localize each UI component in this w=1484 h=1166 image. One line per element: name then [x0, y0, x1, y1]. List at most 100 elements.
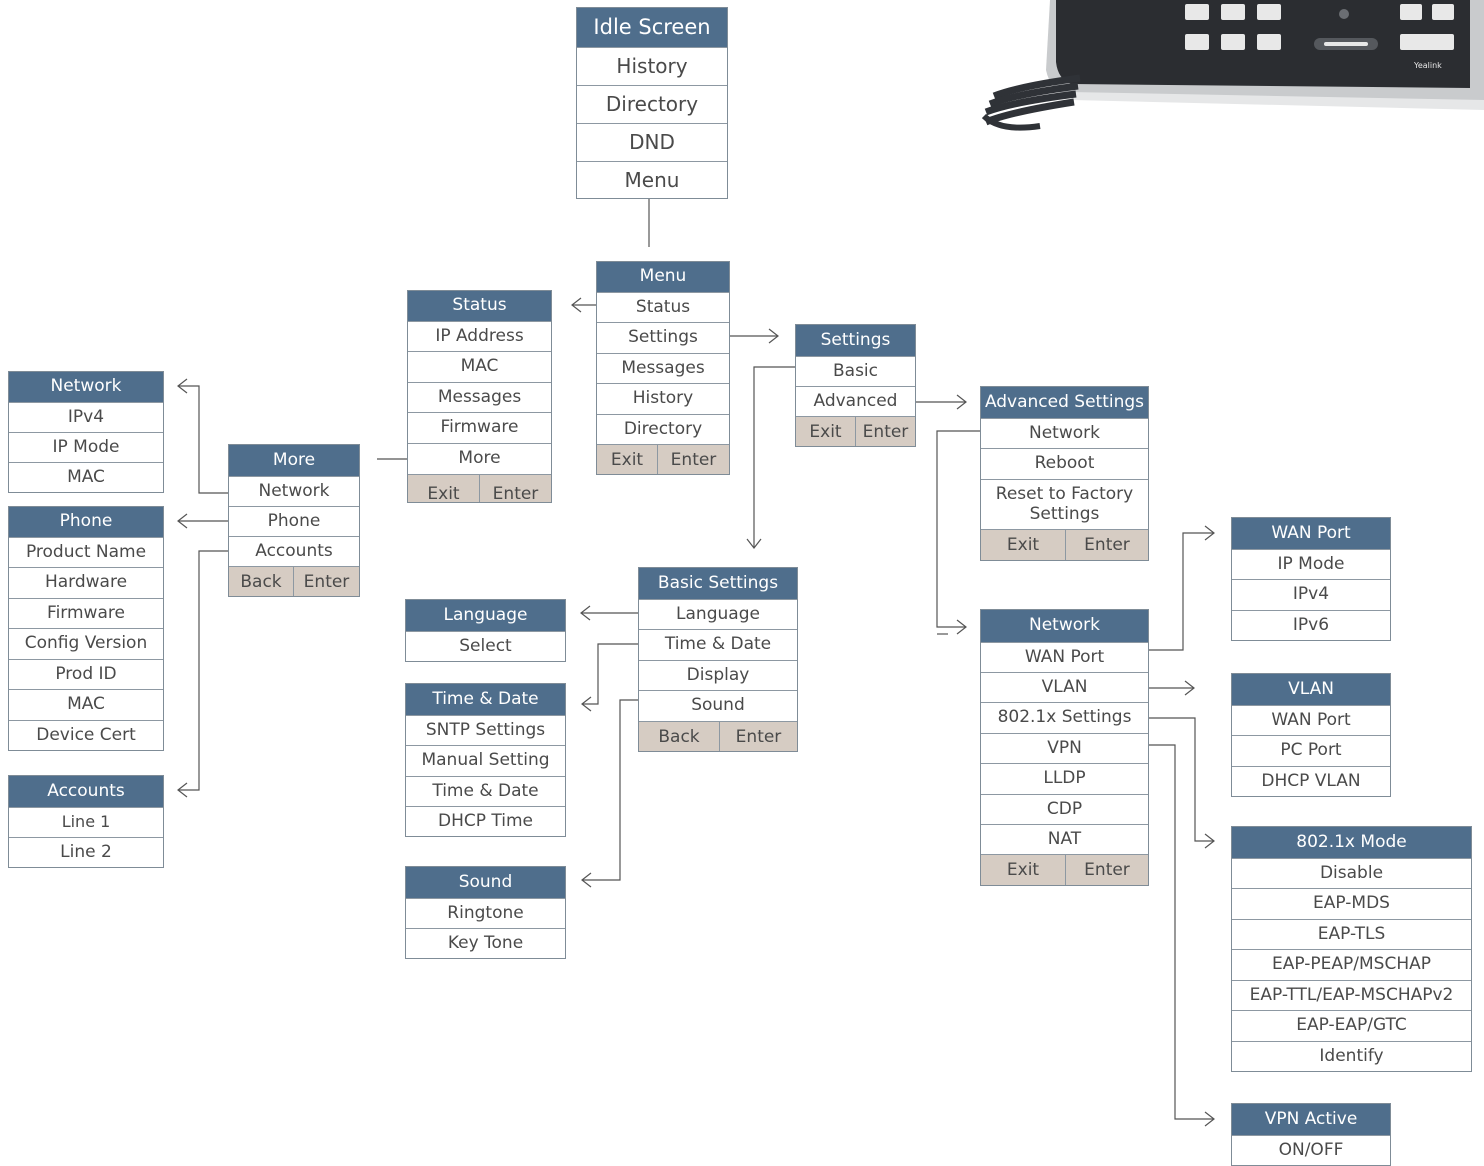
idle-item-menu[interactable]: Menu	[577, 161, 727, 198]
basic-item-sound[interactable]: Sound	[639, 690, 797, 721]
basic-to-sound-line	[582, 699, 638, 881]
status-exit-button[interactable]: Exit	[427, 484, 460, 503]
time-date-item-manual[interactable]: Manual Setting	[406, 745, 565, 776]
sound-item-ringtone[interactable]: Ringtone	[406, 898, 565, 928]
network-item-vpn[interactable]: VPN	[981, 733, 1148, 763]
more-item-phone[interactable]: Phone	[229, 506, 359, 536]
language-menu: Language Select	[405, 599, 566, 662]
phone-item-device-cert[interactable]: Device Cert	[9, 720, 163, 750]
more-to-network-arrowhead	[177, 378, 188, 394]
accounts-item-line-1[interactable]: Line 1	[9, 807, 163, 837]
phone-item-mac[interactable]: MAC	[9, 689, 163, 720]
time-date-item-sntp[interactable]: SNTP Settings	[406, 715, 565, 745]
settings-to-basic-line	[753, 366, 795, 548]
language-header: Language	[406, 600, 565, 631]
phone-item-config-version[interactable]: Config Version	[9, 628, 163, 659]
phone-item-firmware[interactable]: Firmware	[9, 598, 163, 628]
network-item-nat[interactable]: NAT	[981, 824, 1148, 854]
advanced-item-reboot[interactable]: Reboot	[981, 448, 1148, 479]
network-item-lldp[interactable]: LLDP	[981, 763, 1148, 794]
idle-item-dnd[interactable]: DND	[577, 123, 727, 161]
settings-enter-button[interactable]: Enter	[855, 417, 915, 446]
idle-item-directory[interactable]: Directory	[577, 85, 727, 123]
wan-port-item-ipv6[interactable]: IPv6	[1232, 610, 1390, 640]
basic-back-button[interactable]: Back	[658, 726, 700, 747]
network-enter-button[interactable]: Enter	[1065, 855, 1148, 885]
network-status-item-ipv4[interactable]: IPv4	[9, 402, 163, 432]
menu-item-history[interactable]: History	[597, 383, 729, 414]
advanced-item-network[interactable]: Network	[981, 418, 1148, 448]
basic-item-language[interactable]: Language	[639, 599, 797, 629]
sound-item-key-tone[interactable]: Key Tone	[406, 928, 565, 958]
time-date-item-time-date[interactable]: Time & Date	[406, 776, 565, 806]
vpn-item-on-off[interactable]: ON/OFF	[1232, 1135, 1390, 1165]
basic-to-language-arrowhead	[580, 605, 591, 621]
status-enter-button[interactable]: Enter	[479, 475, 551, 502]
vlan-item-wan-port[interactable]: WAN Port	[1232, 705, 1390, 735]
more-item-accounts[interactable]: Accounts	[229, 536, 359, 566]
advanced-enter-button[interactable]: Enter	[1065, 530, 1148, 560]
dot1x-item-eap-mds[interactable]: EAP-MDS	[1232, 888, 1471, 919]
network-to-wan-arrowhead	[1204, 525, 1215, 541]
menu-enter-button[interactable]: Enter	[657, 445, 729, 474]
more-to-phone-arrowhead	[177, 513, 188, 529]
language-item-select[interactable]: Select	[406, 631, 565, 661]
phone-item-product-name[interactable]: Product Name	[9, 537, 163, 567]
settings-item-basic[interactable]: Basic	[796, 356, 915, 386]
dot1x-item-disable[interactable]: Disable	[1232, 858, 1471, 888]
advanced-to-network-arrowhead	[956, 619, 967, 635]
vlan-item-pc-port[interactable]: PC Port	[1232, 735, 1390, 766]
menu-item-settings[interactable]: Settings	[597, 322, 729, 353]
status-item-more[interactable]: More	[408, 443, 551, 474]
wan-port-item-ip-mode[interactable]: IP Mode	[1232, 549, 1390, 579]
menu-exit-button[interactable]: Exit	[610, 449, 644, 470]
network-advanced-menu: Network WAN Port VLAN 802.1x Settings VP…	[980, 609, 1149, 886]
status-item-messages[interactable]: Messages	[408, 382, 551, 412]
wan-port-header: WAN Port	[1232, 518, 1390, 549]
network-status-item-ip-mode[interactable]: IP Mode	[9, 432, 163, 462]
phone-item-prod-id[interactable]: Prod ID	[9, 659, 163, 689]
settings-exit-button[interactable]: Exit	[809, 421, 842, 442]
advanced-to-network-line	[936, 430, 980, 628]
network-status-item-mac[interactable]: MAC	[9, 462, 163, 492]
basic-item-time-date[interactable]: Time & Date	[639, 629, 797, 660]
status-item-mac[interactable]: MAC	[408, 351, 551, 382]
menu-item-directory[interactable]: Directory	[597, 414, 729, 444]
advanced-item-reset[interactable]: Reset to Factory Settings	[981, 479, 1148, 529]
accounts-item-line-2[interactable]: Line 2	[9, 837, 163, 867]
status-item-firmware[interactable]: Firmware	[408, 412, 551, 443]
network-item-wan-port[interactable]: WAN Port	[981, 642, 1148, 672]
network-item-cdp[interactable]: CDP	[981, 794, 1148, 824]
dot1x-mode-header: 802.1x Mode	[1232, 827, 1471, 858]
accounts-menu: Accounts Line 1 Line 2	[8, 775, 164, 868]
dot1x-item-eap-gtc[interactable]: EAP-EAP/GTC	[1232, 1010, 1471, 1041]
idle-screen-header: Idle Screen	[577, 8, 727, 47]
advanced-exit-button[interactable]: Exit	[1006, 535, 1040, 555]
time-date-item-dhcp-time[interactable]: DHCP Time	[406, 806, 565, 836]
vlan-item-dhcp-vlan[interactable]: DHCP VLAN	[1232, 766, 1390, 796]
network-item-vlan[interactable]: VLAN	[981, 672, 1148, 702]
basic-enter-button[interactable]: Enter	[719, 722, 797, 751]
more-item-network[interactable]: Network	[229, 476, 359, 506]
dot1x-item-identify[interactable]: Identify	[1232, 1041, 1471, 1071]
dot1x-item-eap-peap[interactable]: EAP-PEAP/MSCHAP	[1232, 949, 1471, 980]
settings-to-basic-arrowhead	[746, 538, 762, 549]
phone-item-hardware[interactable]: Hardware	[9, 567, 163, 598]
more-back-button[interactable]: Back	[240, 571, 282, 592]
idle-item-history[interactable]: History	[577, 47, 727, 85]
more-enter-button[interactable]: Enter	[293, 567, 359, 596]
network-to-vpn-line	[1149, 744, 1214, 1120]
more-to-network-line	[178, 385, 228, 494]
dot1x-item-eap-tls[interactable]: EAP-TLS	[1232, 919, 1471, 949]
basic-item-display[interactable]: Display	[639, 660, 797, 690]
wan-port-item-ipv4[interactable]: IPv4	[1232, 579, 1390, 610]
network-exit-button[interactable]: Exit	[1006, 860, 1040, 880]
dot1x-item-eap-ttl[interactable]: EAP-TTL/EAP-MSCHAPv2	[1232, 980, 1471, 1010]
status-item-ip-address[interactable]: IP Address	[408, 321, 551, 351]
ip-phone-image: Yealink	[981, 0, 1484, 131]
network-item-8021x[interactable]: 802.1x Settings	[981, 702, 1148, 733]
status-header: Status	[408, 291, 551, 321]
settings-item-advanced[interactable]: Advanced	[796, 386, 915, 416]
menu-item-status[interactable]: Status	[597, 292, 729, 322]
menu-item-messages[interactable]: Messages	[597, 353, 729, 383]
